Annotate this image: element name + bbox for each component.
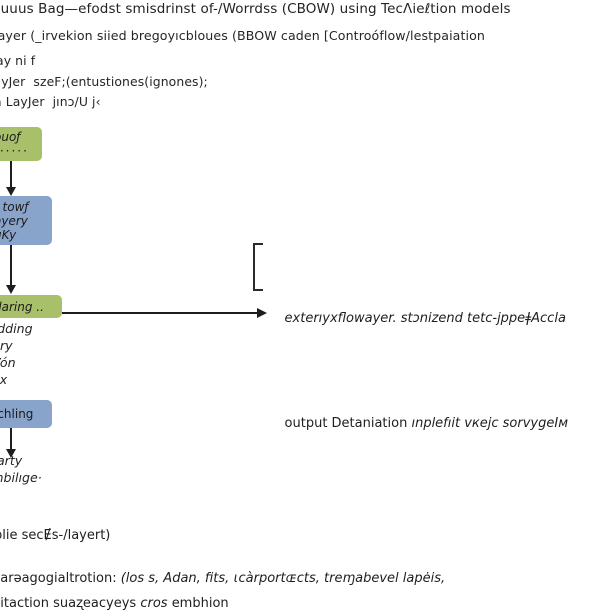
flow-node-input-line-2: ······ [0,144,29,158]
footer-line-1: plie secɆs-/layert) [0,528,111,543]
output-annotation-line-1: exterıyхflowayer. stɔnizend tetc-jppeǂAc… [268,287,568,350]
header-line-4: a LayJer jınɔ/U j‹ [0,94,101,109]
flow-stack-dense-text: tarty ihbilıge· [0,453,42,485]
arrow-dense-to-output [6,428,16,458]
footer-line-3: itaction suaʐeacyeys cros embhion [0,581,229,611]
flow-stack-pooling: rdding dry Vón ax [0,320,33,388]
output-annotation-bracket [253,243,263,291]
flow-node-embedding-line-2: ayery [0,213,28,228]
arrow-embedding-to-pooling [6,245,16,294]
output-annotation-line-2-italic: ınplefıit vкeјc sorᴠygeIм [411,416,568,431]
output-annotation-line-1-text: exterıyхflowayer. stɔnizend tetc-jppeǂAc… [284,311,566,326]
flow-stack-pooling-text: rdding dry Vón ax [0,321,33,387]
output-annotation-line-2: output Detaniation ınplefıit vкeјc sorᴠy… [268,392,568,455]
flow-node-embedding[interactable]: t towƒ ayery uKy [0,196,52,245]
page-title: nuuus Bag—efodst smisdrinst of-/Worrdss … [0,1,511,17]
arrow-input-to-embedding [6,161,16,196]
arrow-pooling-to-annotation [62,308,267,317]
footer-line-2: arəagogialtrotion: (los s, Adan, fits, ɩ… [0,556,445,586]
flow-node-input[interactable]: ouoƒ ······ [0,127,42,161]
output-annotation-text: exterıyхflowayer. stɔnizend tetc-jppeǂAc… [268,245,568,476]
footer-line-3-suffix: embhion [171,596,229,611]
footer-line-2-prefix: arəagogialtrotion: [0,571,121,586]
footer-line-2-italic: (los s, Adan, fits, ɩcàrportɶctѕ, treɱab… [120,571,446,586]
flow-node-dense[interactable]: ichling [0,400,52,428]
flow-node-pooling-line-1: daring .. [0,299,44,314]
header-line-2: ay ni f [0,53,36,68]
header-line-3: layJer szeF;(entustiones(ignones); [0,74,208,89]
flow-stack-dense: tarty ihbilıge· [0,452,42,486]
flow-node-pooling[interactable]: daring .. [0,295,62,318]
header-line-1: layer (_irvekion siied bregoyıcbloues (B… [0,28,486,43]
flow-node-dense-line-1: ichling [0,407,34,421]
footer-line-3-prefix: itaction suaʐeacyeys [0,596,141,611]
flow-node-embedding-line-3: uKy [0,227,17,242]
output-annotation-line-2-prefix: output Detaniation [284,416,412,431]
flow-node-embedding-line-1: t towƒ [2,199,29,214]
footer-line-3-italic: cros [140,596,172,611]
flow-node-input-line-1: ouoƒ [0,130,21,144]
